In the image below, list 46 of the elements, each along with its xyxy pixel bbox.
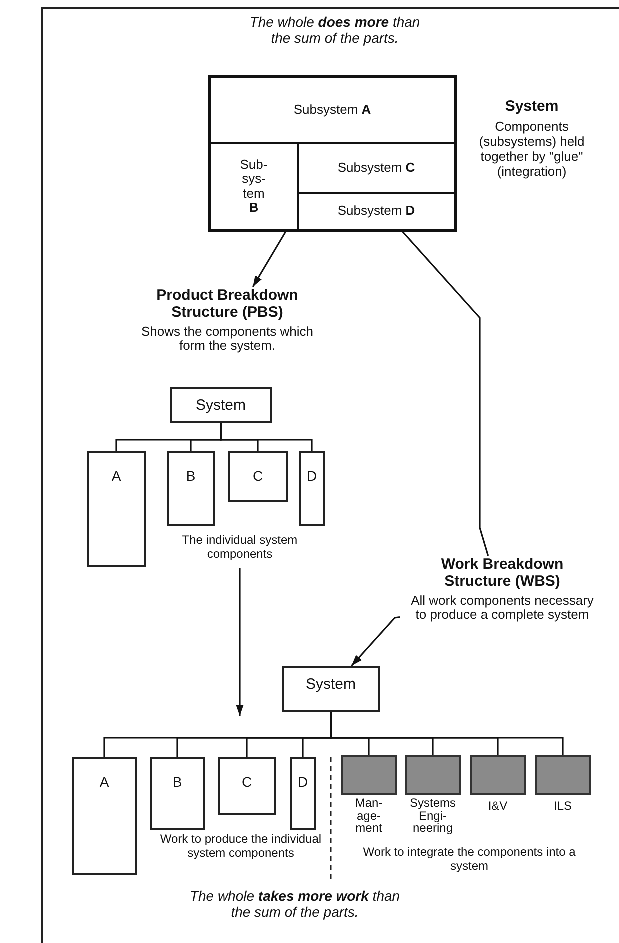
work-package-label: Systems Engi- neering: [410, 797, 456, 835]
note-text: Components (subsystems) held together by "glue" (integration): [478, 120, 586, 180]
system-label: System: [306, 676, 356, 693]
arrow: [236, 568, 244, 716]
work-package-label: I&V: [488, 800, 508, 813]
component-box: [218, 757, 276, 815]
component-box: [299, 451, 325, 526]
component-label: A: [100, 774, 110, 790]
system-heading: System: [504, 98, 560, 116]
component-box: [87, 451, 146, 567]
motto-text: The whole takes more work than the sum of the parts.: [188, 888, 402, 920]
connector-line: [220, 423, 313, 451]
note-text: Work to produce the individual system components: [160, 833, 322, 861]
section-heading: Work Breakdown Structure (WBS): [440, 556, 565, 590]
arrow: [351, 616, 400, 667]
component-label: B: [172, 774, 182, 790]
component-label: B: [186, 468, 196, 484]
component-label: C: [252, 468, 264, 484]
subsystem-label: Sub- sys- tem B: [240, 158, 268, 216]
subsystem-label: Subsystem A: [294, 102, 372, 118]
system-box: [282, 666, 380, 712]
description-text: All work components necessary to produce a complete system: [410, 594, 595, 622]
system-label: System: [196, 397, 246, 414]
subsystem-label: Subsystem D: [338, 204, 416, 219]
component-box: [150, 757, 205, 830]
component-box: [228, 451, 288, 502]
work-package-label: Man- age- ment: [355, 797, 383, 835]
note-text: Work to integrate the components into a system: [362, 846, 577, 874]
component-label: A: [112, 468, 122, 484]
connector-line: [330, 712, 564, 755]
component-box: [167, 451, 215, 526]
description-text: Shows the components which form the system.: [140, 324, 314, 354]
system-box: [208, 75, 457, 232]
component-label: D: [306, 468, 318, 484]
arrow: [252, 232, 286, 288]
work-package-label: ILS: [554, 800, 572, 813]
component-box: [290, 757, 316, 830]
component-label: C: [242, 774, 252, 790]
motto-text: The whole does more than the sum of the parts.: [248, 14, 422, 46]
caption-text: The individual system components: [172, 534, 308, 568]
connector-line: [402, 231, 490, 556]
component-box: [72, 757, 137, 875]
section-heading: Product Breakdown Structure (PBS): [156, 287, 300, 322]
system-box: [170, 387, 272, 423]
component-label: D: [298, 774, 308, 790]
subsystem-label: Subsystem C: [338, 160, 416, 176]
